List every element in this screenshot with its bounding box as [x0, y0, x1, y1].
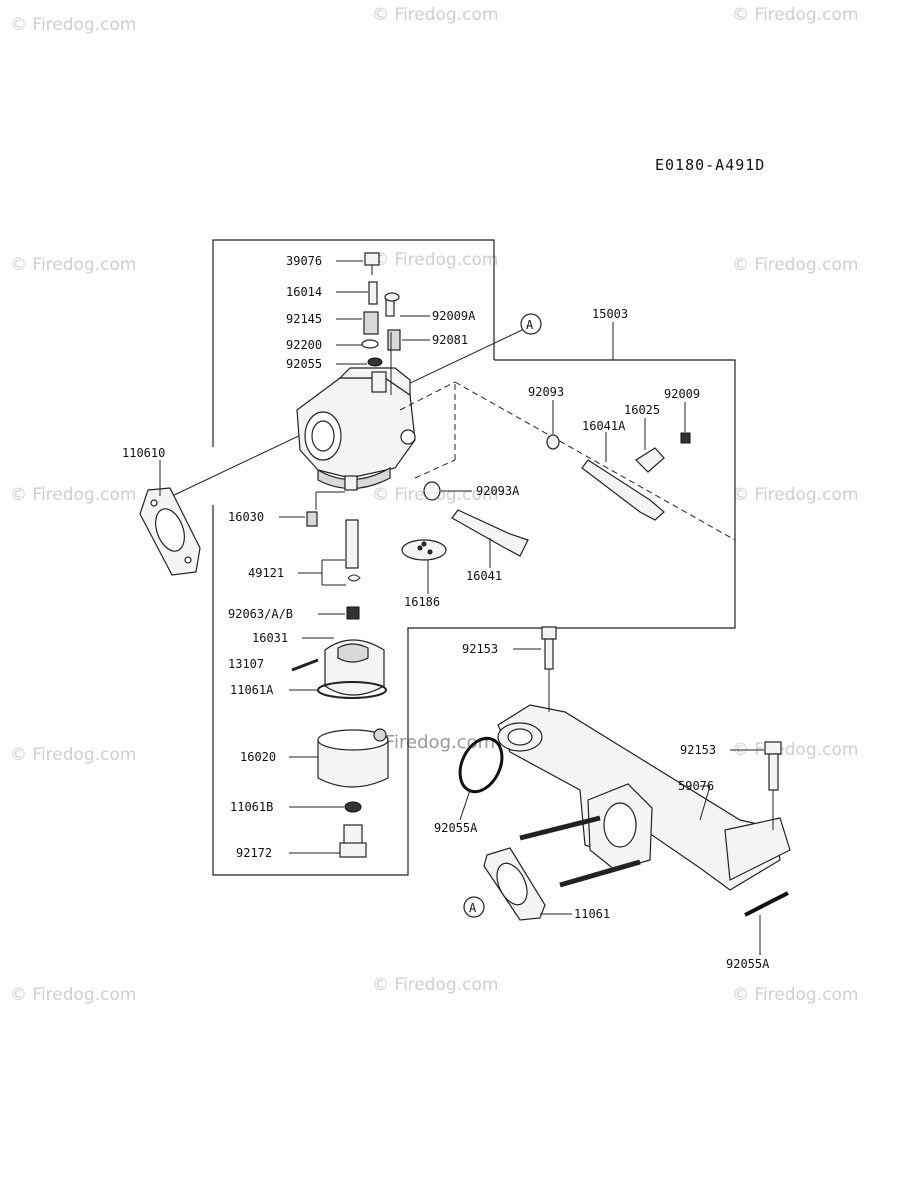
valve-16186: [401, 539, 447, 561]
spring-92145: [363, 311, 379, 335]
watermark: © Firedog.com: [732, 485, 858, 505]
bolt-92153-left: [541, 626, 557, 712]
label-11061b: 11061B: [230, 800, 273, 814]
label-92200: 92200: [286, 338, 322, 352]
watermark: © Firedog.com: [372, 5, 498, 25]
spring-92081: [387, 329, 401, 351]
needle-16014: [368, 281, 378, 305]
bolt-92172: [343, 824, 363, 846]
float-chamber-parts: [291, 511, 389, 858]
seal-92093a: [423, 481, 441, 501]
label-15003: 15003: [592, 307, 628, 321]
label-16025: 16025: [624, 403, 660, 417]
label-92093: 92093: [528, 385, 564, 399]
label-92055a-bottom: 92055A: [726, 957, 770, 971]
top-parts-stack: [361, 252, 401, 367]
carburetor-frame-bottom: [212, 359, 736, 876]
gasket-11061: [483, 847, 546, 921]
watermark: © Firedog.com: [10, 745, 136, 765]
jet-92063: [346, 606, 360, 620]
label-16020: 16020: [240, 750, 276, 764]
carburetor-body: [296, 367, 416, 491]
carburetor-frame-top: [212, 239, 495, 447]
washer-92200: [361, 339, 379, 349]
watermark: © Firedog.com: [732, 255, 858, 275]
bolt-92153-right: [764, 741, 782, 830]
label-92093a: 92093A: [476, 484, 520, 498]
label-92009a: 92009A: [432, 309, 476, 323]
ref-marker-a-bottom: A: [463, 896, 485, 918]
oring-92055: [367, 357, 383, 367]
label-92063: 92063/A/B: [228, 607, 293, 621]
label-16186: 16186: [404, 595, 440, 609]
label-49121: 49121: [248, 566, 284, 580]
shaft-16041: [451, 509, 529, 557]
shaft-16041a: [581, 459, 665, 521]
label-92081: 92081: [432, 333, 468, 347]
label-92055: 92055: [286, 357, 322, 371]
watermark: © Firedog.com: [732, 5, 858, 25]
watermark: © Firedog.com: [10, 985, 136, 1005]
label-110610: 110610: [122, 446, 165, 460]
diagram-code: E0180-A491D: [655, 156, 765, 174]
label-39076: 39076: [286, 254, 322, 268]
pin-39076: [364, 252, 380, 266]
watermark-center: Firedog.com: [385, 732, 495, 753]
label-16030: 16030: [228, 510, 264, 524]
emulsion-tube-49121: [345, 519, 359, 569]
svg-text:A: A: [526, 318, 534, 332]
watermark: © Firedog.com: [372, 975, 498, 995]
watermark: © Firedog.com: [732, 740, 858, 760]
label-11061: 11061: [574, 907, 610, 921]
choke-throttle-assembly: [399, 381, 736, 561]
leader-lines: [279, 260, 764, 955]
label-92009: 92009: [664, 387, 700, 401]
label-92153-right: 92153: [680, 743, 716, 757]
watermarks: © Firedog.com © Firedog.com © Firedog.co…: [10, 5, 858, 1005]
label-16014: 16014: [286, 285, 322, 299]
label-92172: 92172: [236, 846, 272, 860]
screw-92009: [680, 432, 691, 444]
label-59076: 59076: [678, 779, 714, 793]
watermark: © Firedog.com: [10, 485, 136, 505]
jet-16030: [306, 511, 318, 527]
svg-text:A: A: [469, 901, 477, 915]
oring-92055a: [458, 736, 504, 794]
watermark: © Firedog.com: [10, 255, 136, 275]
label-92055a-mid: 92055A: [434, 821, 478, 835]
watermark: © Firedog.com: [732, 985, 858, 1005]
intake-manifold-59076: [497, 704, 791, 891]
watermark: © Firedog.com: [372, 250, 498, 270]
label-16041a: 16041A: [582, 419, 626, 433]
plate-16025: [635, 447, 665, 473]
gasket-strip-92055a: [744, 891, 789, 917]
seal-92093: [546, 434, 560, 450]
watermark: © Firedog.com: [10, 15, 136, 35]
label-16031: 16031: [252, 631, 288, 645]
label-92145: 92145: [286, 312, 322, 326]
gasket-110610: [139, 487, 201, 576]
washer-11061b: [344, 801, 362, 813]
label-16041: 16041: [466, 569, 502, 583]
label-13107: 13107: [228, 657, 264, 671]
label-92153-left: 92153: [462, 642, 498, 656]
part-labels: 39076 16014 92145 92009A 92200 92081 920…: [122, 254, 770, 971]
label-11061a: 11061A: [230, 683, 274, 697]
